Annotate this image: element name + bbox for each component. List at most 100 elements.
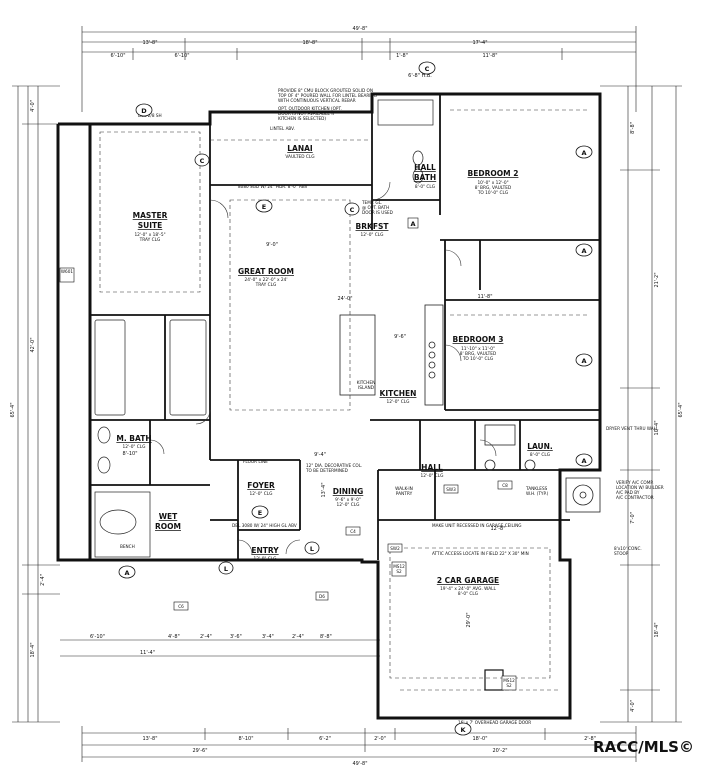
dim-top-sub3: 1'-8" [396,53,408,59]
dim-left-overall: 65'-4" [10,402,16,417]
laun-label: LAUN. [527,442,553,451]
note-door-used: DOOR IS USED [362,210,393,215]
dim-top-mid: 18'-8" [302,40,317,46]
kitchen-sub1: 12'-0" CLG [387,399,410,405]
hall-bath-label-2: BATH [414,173,436,182]
note-lintel: LINTEL ABV. [270,126,295,131]
tag-a-1: A [581,149,586,157]
dim-int-d1: 13'-4" [321,482,327,497]
tag-a-2: A [581,247,586,255]
boxed-tags [59,217,517,691]
bedroom3-sub2: 8' BRG, VAULTED [460,351,497,357]
exterior-walls [56,92,602,720]
brkfst-sub1: 12'-0" CLG [361,232,384,238]
tag-l-2: L [310,545,314,553]
section-tags [118,61,593,736]
note-opt-bath: @ OPT. BATH [362,205,389,210]
boxed-tag-labels: W601 A C4 C6 D6 SW2 C8 SW3 MS12 S2 MS12 … [61,220,515,688]
note-2: TOP OF 4" POURED WALL FOR LINTEL BEARING [277,93,377,98]
walkin-pantry-label-2: PANTRY [396,491,413,497]
tag-c-top: C [425,65,430,73]
note-3: WITH CONTINUOUS VERTICAL REBAR [278,98,356,103]
note-4: OPT. OUTDOOR KITCHEN (OPT. [278,106,342,111]
tag-e-2: E [258,509,262,517]
bedroom3-sub3: TO 10'-0" CLG [462,356,493,362]
tag-a-5: A [124,569,129,577]
note-floor-line: FLOOR LINE [243,459,268,464]
note-bench: BENCH [120,544,135,549]
tag-a-4: A [581,457,586,465]
dim-int-mb2: 12'-8" [490,526,505,532]
hall-label: HALL [421,463,443,472]
dim-left-a: 4'-0" [30,100,36,112]
dim-bot-r2: 2'-8" [584,736,596,742]
dim-int-gr1: 9'-0" [266,242,278,248]
note-garage-door: 16' x 7' OVERHEAD GARAGE DOOR [458,720,531,725]
master-suite-label-2: SUITE [138,221,163,230]
dim-bot-b2: 20'-2" [492,748,507,754]
garage-sub2: 8'-0" CLG [458,591,478,597]
dim-int-gar: 29'-0" [466,612,472,627]
laun-sub1: 8'-0" CLG [530,452,550,458]
note-dryer-vent: DRYER VENT THRU WALL [606,426,659,431]
tag-sw2: SW2 [390,546,400,551]
dim-low-c: 2'-4" [200,634,212,640]
dim-top-right: 17'-4" [472,40,487,46]
garage-label: 2 CAR GARAGE [437,576,499,585]
door-swings [149,181,497,555]
dim-int-k1: 9'-6" [394,334,406,340]
note-attic: ATTIC ACCESS LOCATE IN FIELD 22" X 30" M… [432,551,529,556]
left-dimensions [12,85,60,723]
note-ac-pad: A/C PAD BY [616,490,640,495]
note-5: DOOR IS NOT AVAILABLE IF [278,111,336,116]
tag-c6: C6 [178,604,184,609]
dim-left-lower: 18'-4" [30,642,36,657]
dim-bot-left: 13'-8" [142,736,157,742]
bedroom2-sub2: 8' BRG, VAULTED [475,185,512,191]
master-suite-label: MASTER [133,211,168,220]
tag-ms12-b: MS12 [503,678,515,683]
foyer-label: FOYER [247,481,275,490]
top-dimensions [81,26,637,112]
garage-sub1: 19'-4" x 24'-0" AVG. WALL [440,586,496,592]
tag-s2-a: S2 [396,569,402,574]
dim-right-c: 4'-0" [630,700,636,712]
dim-int-k2: 9'-4" [314,452,326,458]
tag-k: K [460,726,466,734]
dim-bot-l2: 11'-4" [140,650,155,656]
master-bath-fixtures [94,319,207,558]
tag-c4: C4 [350,529,356,534]
great-room-sub1: 24'-0" x 22'-0" x 24' [244,277,287,283]
m-bath-sub1: 12'-0" CLG [123,444,146,450]
note-temp: TEMP. GL. [361,200,382,205]
dim-bot-m2: 6'-2" [319,736,331,742]
note-tankless: TANKLESS [525,486,548,491]
foyer-sub1: 12'-0" CLG [250,491,273,497]
tag-c-1: C [200,157,205,165]
brkfst-label: BRKFST [356,222,390,231]
dim-low-f: 2'-4" [292,634,304,640]
room-labels: MASTER SUITE 12'-0" x 18'-5" TRAY CLG LA… [116,144,553,597]
kitchen-fixtures [339,304,536,471]
tag-s2-b: S2 [506,683,512,688]
kitchen-island-label: KITCHEN [357,380,376,386]
dining-sub1: 9'-6" x 9'-0" [335,497,361,503]
note-verify-ac: VERIFY A/C COMP. [616,480,654,485]
bedroom3-label: BEDROOM 3 [453,335,504,344]
note-recessed: MAKE UNIT RECESSED IN GARAGE CEILING [432,523,521,528]
kitchen-island-label-2: ISLAND [358,385,375,391]
hall-sub1: 12'-0" CLG [421,473,444,479]
tag-e-1: E [262,203,266,211]
dim-low-e: 3'-4" [262,634,274,640]
tag-ms12-a: MS12 [393,564,405,569]
dim-bot-m3: 2'-0" [374,736,386,742]
note-ac-contractor: A/C CONTRACTOR [616,495,654,500]
tag-d6: D6 [319,594,325,599]
dim-right-upper: 21'-2" [654,272,660,287]
hall-bath-fixtures [377,99,434,184]
dim-top-left: 13'-8" [142,40,157,46]
note-stoop-2: STOOP [614,551,629,556]
bedroom2-label: BEDROOM 2 [468,169,519,178]
plan-notes: PROVIDE 8" CMU BLOCK GROUTED SOLID ON TO… [120,88,664,725]
